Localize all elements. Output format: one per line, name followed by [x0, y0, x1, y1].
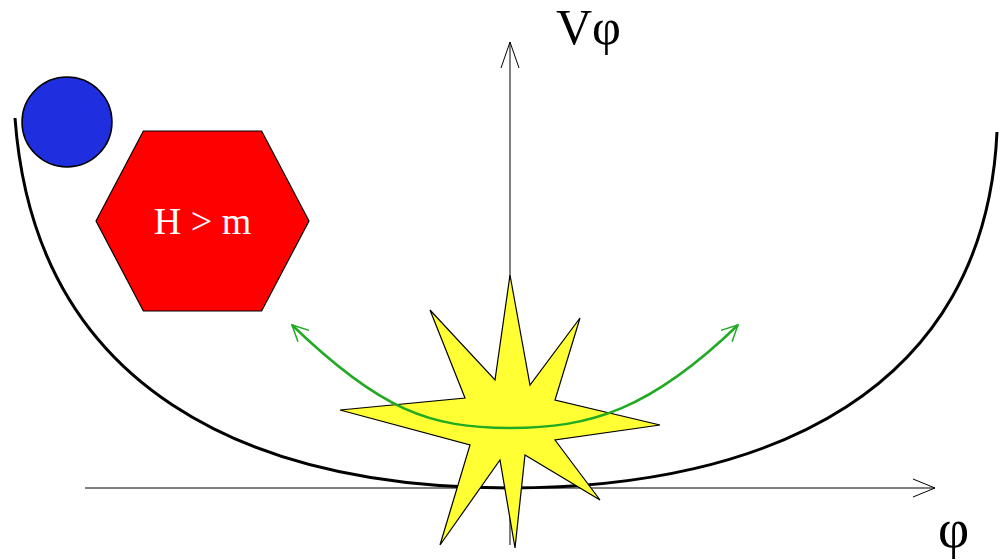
- oscillation-arrow: [292, 325, 738, 428]
- node-label: H > m: [154, 199, 251, 243]
- field-axis-label: φ: [938, 502, 969, 556]
- axis-arrowhead: [501, 42, 519, 68]
- hexagon-shape: [96, 131, 309, 311]
- axis-arrowhead: [913, 479, 935, 497]
- hexagon-node: H > m: [95, 130, 310, 312]
- field-ball: [22, 77, 112, 167]
- potential-axis-label: Vφ: [556, 2, 621, 52]
